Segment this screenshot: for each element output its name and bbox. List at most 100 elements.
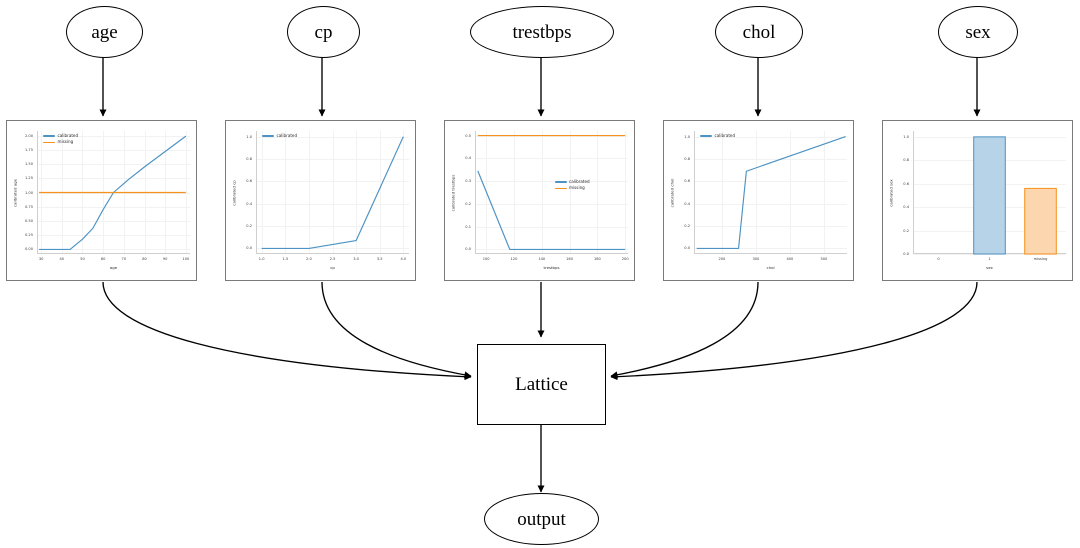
x-tick-label: 120 xyxy=(510,257,518,261)
legend-cp: calibrated xyxy=(262,133,297,140)
axes-sex xyxy=(913,131,1066,255)
x-tick-label: 50 xyxy=(80,257,85,261)
gridline-vertical xyxy=(308,131,310,254)
x-tick-label: 1 xyxy=(988,257,991,261)
y-tick-label: 0.0 xyxy=(684,246,690,251)
node-trestbps[interactable]: trestbps xyxy=(470,6,614,58)
gridline-vertical xyxy=(789,131,791,254)
x-tick-label: 200 xyxy=(718,257,726,261)
axes-chol xyxy=(694,131,847,254)
x-tick-label: 40 xyxy=(59,257,65,261)
legend-swatch xyxy=(700,135,712,137)
gridline-horizontal xyxy=(694,181,847,183)
x-tick-label: 70 xyxy=(121,257,127,261)
gridline-horizontal xyxy=(37,164,190,166)
x-tick-label: 100 xyxy=(182,257,190,261)
edge-cp-chart-to-lattice xyxy=(321,281,472,379)
legend-swatch xyxy=(554,181,567,184)
bar-missing xyxy=(1024,187,1057,255)
gridline-horizontal xyxy=(37,149,190,151)
gridline-horizontal xyxy=(694,248,847,250)
y-tick-label: 1.00 xyxy=(24,190,33,195)
edge-sex-chart-to-lattice xyxy=(610,281,978,381)
legend-swatch xyxy=(262,135,274,137)
legend-item: calibrated xyxy=(700,133,735,138)
x-axis-label: chol xyxy=(766,265,775,270)
gridline-horizontal xyxy=(694,203,847,205)
x-tick-label: 160 xyxy=(566,257,574,261)
node-trestbps-label: trestbps xyxy=(512,21,572,43)
plot-area-trestbps xyxy=(477,134,626,251)
axis-spine-left xyxy=(37,131,38,254)
axis-spine-bottom xyxy=(256,253,409,254)
y-tick-label: 0.5 xyxy=(465,133,471,138)
legend-label: missing xyxy=(569,185,585,191)
gridline-horizontal xyxy=(475,226,628,228)
gridline-vertical xyxy=(597,131,599,254)
axis-spine-left xyxy=(694,131,695,254)
x-tick-label: 100 xyxy=(482,257,490,261)
node-output[interactable]: output xyxy=(484,493,599,545)
series-line-calibrated xyxy=(696,136,846,249)
series-line-calibrated xyxy=(477,170,626,251)
legend-item: calibrated xyxy=(554,180,590,184)
y-axis-label: calibrated cp xyxy=(231,179,237,206)
y-tick-label: 0.0 xyxy=(903,252,909,256)
x-axis-label: cp xyxy=(330,265,335,270)
gridline-horizontal xyxy=(37,135,190,137)
x-tick-label: 60 xyxy=(100,257,106,261)
node-age[interactable]: age xyxy=(66,6,143,58)
axis-spine-left xyxy=(475,131,476,254)
gridline-vertical xyxy=(403,131,405,254)
plot-area-age xyxy=(39,135,187,251)
y-tick-label: 1.0 xyxy=(246,134,252,139)
gridline-vertical xyxy=(625,131,627,254)
gridline-horizontal xyxy=(37,220,190,222)
legend-swatch xyxy=(554,187,567,190)
edge-chol-chart-to-lattice xyxy=(610,281,759,379)
node-lattice-label: Lattice xyxy=(515,373,568,395)
y-tick-label: 0.2 xyxy=(246,224,252,229)
legend-item: calibrated xyxy=(262,133,297,138)
y-axis-label: calibrated trestbps xyxy=(450,174,456,211)
x-axis-label: sex xyxy=(986,265,993,270)
node-cp[interactable]: cp xyxy=(287,6,360,58)
gridline-horizontal xyxy=(694,136,847,138)
gridline-horizontal xyxy=(475,158,628,160)
gridline-horizontal xyxy=(475,203,628,205)
node-chol-label: chol xyxy=(742,21,776,43)
x-tick-label: 2.0 xyxy=(306,257,312,261)
x-axis-label: age xyxy=(109,265,118,270)
y-tick-label: 1.50 xyxy=(24,162,33,167)
y-tick-label: 0.6 xyxy=(246,179,252,184)
legend-item: calibrated xyxy=(43,133,78,138)
node-output-label: output xyxy=(517,508,566,530)
gridline-vertical xyxy=(261,131,263,254)
gridline-horizontal xyxy=(913,254,1066,255)
axis-spine-left xyxy=(256,131,257,254)
node-sex[interactable]: sex xyxy=(938,6,1018,58)
x-tick-label: 180 xyxy=(593,257,601,261)
x-tick-label: 200 xyxy=(621,257,629,261)
legend-chol: calibrated xyxy=(700,133,735,140)
y-tick-label: 1.75 xyxy=(24,147,33,152)
x-tick-label: 1.0 xyxy=(258,257,265,261)
node-lattice[interactable]: Lattice xyxy=(477,344,606,425)
node-chol[interactable]: chol xyxy=(715,6,803,58)
gridline-horizontal xyxy=(37,206,190,208)
x-tick-label: 30 xyxy=(38,257,44,261)
gridline-horizontal xyxy=(694,226,847,228)
gridline-vertical xyxy=(185,131,187,254)
y-tick-label: 0.6 xyxy=(684,179,690,184)
node-sex-label: sex xyxy=(965,21,991,43)
series-line-calibrated xyxy=(39,135,187,251)
gridline-horizontal xyxy=(37,249,190,251)
node-cp-label: cp xyxy=(314,21,333,43)
